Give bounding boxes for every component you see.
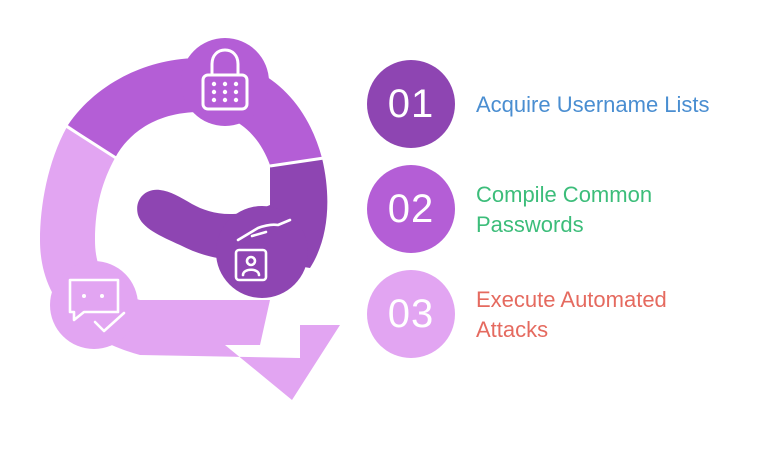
step-1-number: 01	[387, 81, 435, 126]
step-2-label: Compile Common Passwords	[476, 182, 653, 237]
step-1-label: Acquire Username Lists	[476, 92, 710, 117]
step-2-number: 02	[387, 186, 435, 231]
chat-check-icon-badge	[50, 261, 138, 349]
step-3-number: 03	[387, 291, 435, 336]
chat-check-icon	[68, 278, 126, 333]
step-2-badge: 02	[367, 165, 455, 253]
id-card-hand-icon	[234, 218, 292, 282]
id-card-icon-badge	[216, 206, 308, 298]
lock-icon	[201, 48, 249, 111]
step-3-label: Execute Automated Attacks	[476, 287, 667, 342]
step-1-badge: 01	[367, 60, 455, 148]
step-3-badge: 03	[367, 270, 455, 358]
